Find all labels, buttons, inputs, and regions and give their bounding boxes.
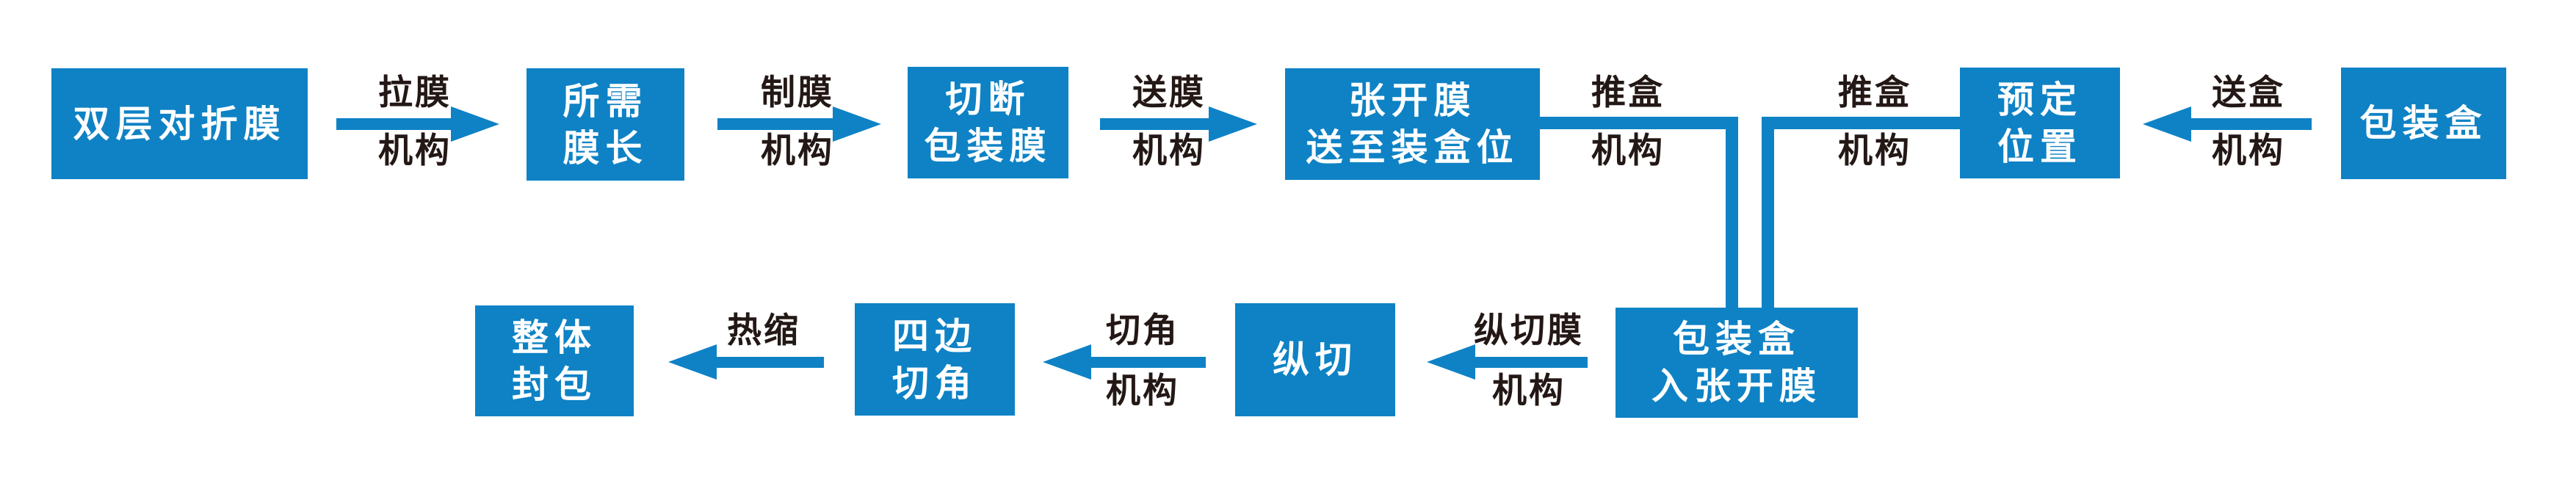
film-making-label-bottom: 机构	[761, 131, 834, 170]
box-cut-packaging-film: 切断 包装膜	[908, 67, 1068, 178]
box-label: 切角	[892, 362, 977, 404]
box-label: 封包	[512, 363, 597, 405]
box-label: 整体	[512, 316, 597, 358]
film-feeding-label-top: 送膜	[1132, 73, 1206, 112]
pull-film-arrow-shaft	[336, 118, 451, 130]
box-longitudinal-cut: 纵切	[1235, 303, 1395, 416]
box-label: 送至装盒位	[1306, 127, 1519, 168]
corner-cutting-label-top: 切角	[1106, 311, 1179, 349]
pull-film-label-bottom: 机构	[378, 131, 452, 170]
box-feeding-label-top: 送盒	[2212, 73, 2285, 112]
pull-film-arrow-head-icon	[451, 106, 499, 142]
box-label: 位置	[1997, 126, 2083, 167]
box-label: 包装盒	[1673, 319, 1801, 360]
box-label: 膜长	[562, 127, 648, 169]
box-label: 纵切	[1273, 339, 1358, 380]
corner-cutting-label-bottom: 机构	[1106, 371, 1179, 410]
box-label: 四边	[892, 315, 977, 357]
box-label: 双层对折膜	[73, 103, 286, 145]
box-label: 入张开膜	[1651, 366, 1822, 407]
box-label: 预定	[1997, 79, 2083, 120]
film-feeding-arrow-head-icon	[1209, 106, 1257, 142]
box-feeding-label-bottom: 机构	[2212, 131, 2285, 170]
push-box-left-connector-horizontal	[1540, 117, 1738, 129]
box-open-film-to-boxing-position: 张开膜 送至装盒位	[1285, 68, 1540, 180]
film-feeding-label-bottom: 机构	[1132, 131, 1206, 170]
push-box-left-label-bottom: 机构	[1591, 131, 1665, 170]
corner-cutting-arrow-shaft	[1091, 357, 1206, 368]
box-overall-sealing: 整体 封包	[475, 305, 634, 416]
box-into-opened-film: 包装盒 入张开膜	[1616, 308, 1858, 418]
box-predetermined-position: 预定 位置	[1960, 68, 2120, 178]
push-box-right-label-top: 推盒	[1838, 73, 1911, 112]
longitudinal-film-cut-label-top: 纵切膜	[1474, 311, 1584, 349]
box-packaging-box: 包装盒	[2341, 68, 2506, 179]
box-feeding-arrow-shaft	[2191, 118, 2312, 130]
heat-shrink-arrow-head-icon	[668, 344, 717, 380]
push-box-right-label-bottom: 机构	[1838, 131, 1911, 170]
heat-shrink-label-top: 热缩	[727, 311, 800, 349]
box-label: 所需	[562, 80, 648, 122]
box-label: 包装膜	[924, 126, 1052, 167]
longitudinal-film-cut-label-bottom: 机构	[1492, 371, 1566, 410]
pull-film-label-top: 拉膜	[378, 73, 452, 112]
film-making-arrow-head-icon	[833, 106, 881, 142]
longitudinal-film-cut-arrow-shaft	[1475, 357, 1588, 368]
push-box-left-connector-vertical	[1726, 117, 1738, 308]
box-double-folded-film: 双层对折膜	[51, 68, 308, 179]
film-feeding-arrow-shaft	[1100, 118, 1209, 130]
film-making-arrow-shaft	[717, 118, 833, 130]
film-making-label-top: 制膜	[761, 73, 834, 112]
box-four-side-corner-cut: 四边 切角	[855, 303, 1015, 416]
box-label: 包装盒	[2359, 103, 2488, 144]
push-box-left-label-top: 推盒	[1591, 73, 1665, 112]
box-feeding-arrow-head-icon	[2143, 106, 2191, 142]
corner-cutting-arrow-head-icon	[1043, 344, 1091, 380]
longitudinal-film-cut-arrow-head-icon	[1427, 344, 1475, 380]
push-box-right-connector-horizontal	[1762, 117, 1960, 129]
box-required-film-length: 所需 膜长	[527, 68, 684, 181]
box-label: 张开膜	[1348, 80, 1477, 121]
push-box-right-connector-vertical	[1762, 117, 1774, 308]
heat-shrink-arrow-shaft	[717, 357, 824, 368]
box-label: 切断	[945, 79, 1031, 120]
